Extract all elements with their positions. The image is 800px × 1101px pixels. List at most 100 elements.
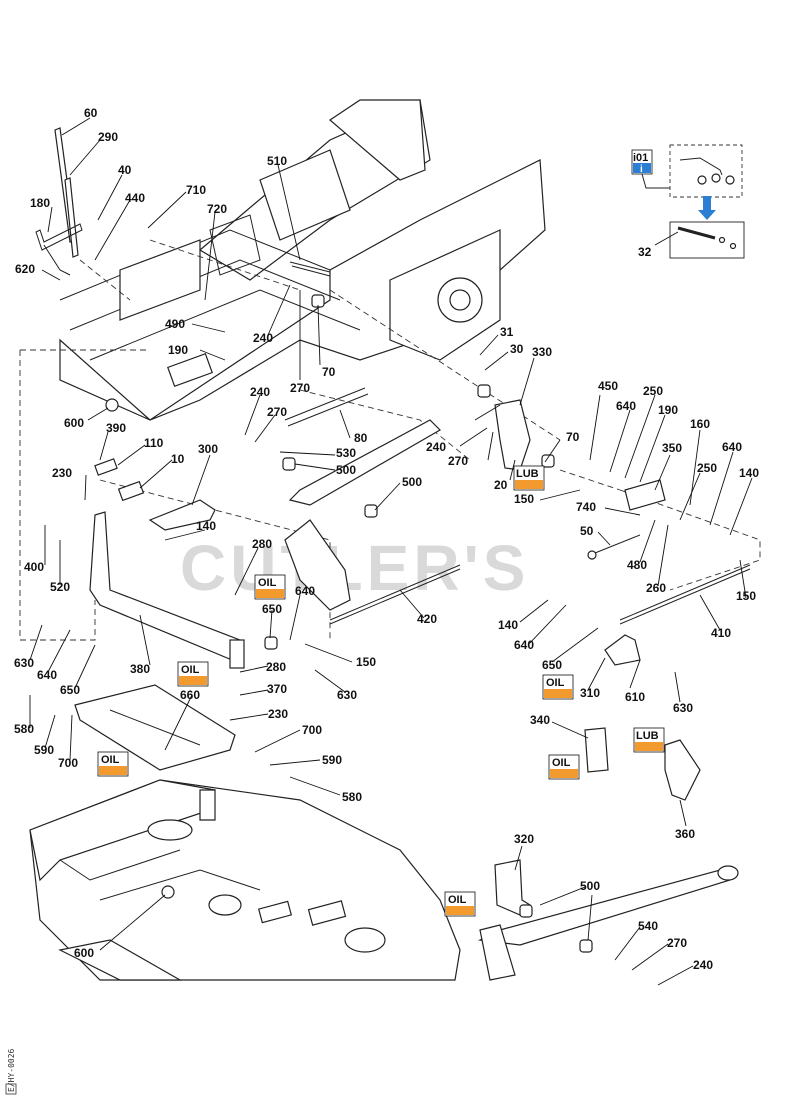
arrow-down-icon [698, 196, 716, 220]
footnote-code: E/HY-0026 [7, 1048, 16, 1092]
parts-hardware [35, 127, 751, 981]
part-callout: 700 [58, 756, 78, 770]
part-callout: 400 [24, 560, 44, 574]
inset-part-label: 32 [638, 245, 652, 259]
part-callout: 450 [598, 379, 618, 393]
oil-tag: OIL [254, 574, 286, 600]
part-callout: 440 [125, 191, 145, 205]
part-callout: 140 [498, 618, 518, 632]
part-callout: 230 [52, 466, 72, 480]
part-callout: 190 [658, 403, 678, 417]
part-callout: 270 [267, 405, 287, 419]
part-callout: 420 [417, 612, 437, 626]
part-callout: 510 [267, 154, 287, 168]
lub-tag-label: LUB [516, 468, 539, 480]
part-callout: 150 [514, 492, 534, 506]
leader-lines [29, 117, 753, 986]
inset-detail: i01 i 32 [631, 144, 745, 259]
oil-tag: OIL [177, 661, 209, 687]
part-callout: 20 [494, 478, 508, 492]
oil-tag: OIL [548, 754, 580, 780]
part-callout: 660 [180, 688, 200, 702]
lub-tag: LUB [513, 465, 545, 491]
part-callout: 640 [37, 668, 57, 682]
lub-tag-label: LUB [636, 730, 659, 742]
part-callout: 70 [322, 365, 336, 379]
part-callout: 140 [196, 519, 216, 533]
part-callout: 740 [576, 500, 596, 514]
part-callout: 600 [74, 946, 94, 960]
part-callout: 580 [14, 722, 34, 736]
part-callout: 520 [50, 580, 70, 594]
part-callout: 60 [84, 106, 98, 120]
part-callout: 240 [250, 385, 270, 399]
part-callout: 320 [514, 832, 534, 846]
part-callout: 640 [616, 399, 636, 413]
part-callout: 280 [266, 660, 286, 674]
part-callout: 290 [98, 130, 118, 144]
callout-labels: 60 290 40 180 440 710 720 510 620 490 24… [14, 106, 759, 972]
part-callout: 270 [448, 454, 468, 468]
part-callout: 190 [168, 343, 188, 357]
part-callout: 31 [500, 325, 514, 339]
part-callout: 250 [697, 461, 717, 475]
part-callout: 280 [252, 537, 272, 551]
part-callout: 50 [580, 524, 594, 538]
part-callout: 390 [106, 421, 126, 435]
part-callout: 340 [530, 713, 550, 727]
part-callout: 650 [262, 602, 282, 616]
part-callout: 650 [542, 658, 562, 672]
part-callout: 590 [322, 753, 342, 767]
part-callout: 590 [34, 743, 54, 757]
part-callout: 160 [690, 417, 710, 431]
part-callout: 150 [736, 589, 756, 603]
part-callout: 630 [337, 688, 357, 702]
part-callout: 240 [693, 958, 713, 972]
oil-tag: OIL [97, 751, 129, 777]
part-callout: 600 [64, 416, 84, 430]
part-callout: 10 [171, 452, 185, 466]
part-callout: 500 [402, 475, 422, 489]
chassis-frame [59, 99, 546, 421]
part-callout: 650 [60, 683, 80, 697]
part-callout: 240 [253, 331, 273, 345]
info-icon: i [640, 164, 643, 175]
part-callout: 260 [646, 581, 666, 595]
part-callout: 270 [667, 936, 687, 950]
lubrication-tags: OIL OIL OIL OIL OIL OIL [97, 465, 665, 917]
part-callout: 490 [165, 317, 185, 331]
oil-tag-label: OIL [448, 894, 467, 906]
part-callout: 350 [662, 441, 682, 455]
part-callout: 540 [638, 919, 658, 933]
lub-tag: LUB [633, 727, 665, 753]
part-callout: 610 [625, 690, 645, 704]
mower-deck [29, 779, 461, 981]
part-callout: 270 [290, 381, 310, 395]
oil-tag-label: OIL [546, 677, 565, 689]
part-callout: 630 [673, 701, 693, 715]
part-callout: 500 [336, 463, 356, 477]
oil-tag: OIL [542, 674, 574, 700]
part-callout: 370 [267, 682, 287, 696]
info-code-label: i01 [633, 152, 648, 164]
part-callout: 640 [514, 638, 534, 652]
part-callout: 300 [198, 442, 218, 456]
oil-tag-label: OIL [181, 664, 200, 676]
part-callout: 140 [739, 466, 759, 480]
part-callout: 720 [207, 202, 227, 216]
part-callout: 580 [342, 790, 362, 804]
part-callout: 710 [186, 183, 206, 197]
part-callout: 70 [566, 430, 580, 444]
oil-tag-label: OIL [101, 754, 120, 766]
part-callout: 240 [426, 440, 446, 454]
part-callout: 150 [356, 655, 376, 669]
part-callout: 250 [643, 384, 663, 398]
oil-tag: OIL [444, 891, 476, 917]
part-callout: 330 [532, 345, 552, 359]
part-callout: 40 [118, 163, 132, 177]
part-callout: 700 [302, 723, 322, 737]
part-callout: 480 [627, 558, 647, 572]
part-callout: 500 [580, 879, 600, 893]
part-callout: 310 [580, 686, 600, 700]
